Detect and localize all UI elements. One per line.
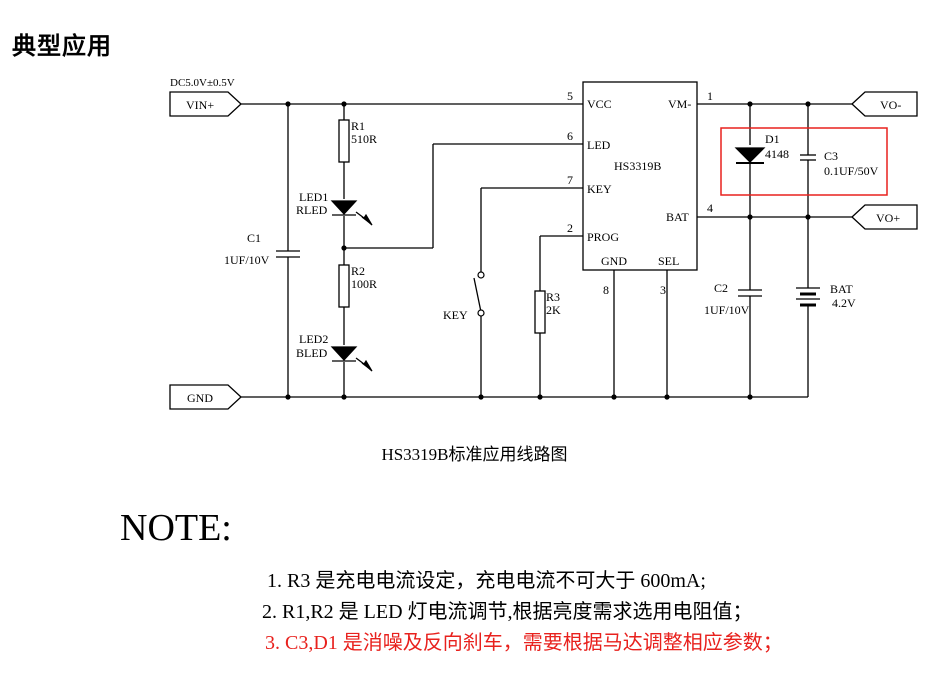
note-item: 2. R1,R2 是 LED 灯电流调节,根据亮度需求选用电阻值；: [262, 601, 753, 623]
ic-pin-sel-number: 3: [660, 283, 666, 297]
diagram-caption: HS3319B标准应用线路图: [381, 445, 568, 464]
r1-body: [338, 119, 350, 163]
key-contact-bottom: [477, 309, 485, 317]
r2-ref: R2: [351, 264, 365, 278]
led2-ref: LED2: [299, 332, 328, 346]
r3-ref: R3: [546, 290, 560, 304]
ic-pin-vm-label: VM-: [668, 97, 691, 111]
ic-pin-gnd-label: GND: [601, 254, 627, 268]
ic-pin-key-number: 7: [567, 173, 573, 187]
c3-ref: C3: [824, 149, 838, 163]
r1-value: 510R: [351, 132, 377, 146]
c3-value: 0.1UF/50V: [824, 164, 879, 178]
highlight-box: [720, 127, 888, 196]
battery-symbol: [796, 287, 820, 307]
led1-value: RLED: [296, 203, 328, 217]
ic-pin-prog-label: PROG: [587, 230, 619, 244]
note-item-highlighted: 3. C3,D1 是消噪及反向刹车，需要根据马达调整相应参数；: [265, 632, 783, 654]
ic-name: HS3319B: [614, 159, 661, 173]
r3-body: [534, 290, 546, 334]
ic-pin-led-number: 6: [567, 129, 573, 143]
ic-pin-key-label: KEY: [587, 182, 612, 196]
key-contact-top: [477, 271, 485, 279]
key-switch-lever: [473, 277, 482, 313]
vo-minus-port: [851, 91, 918, 117]
ic-pin-vm-number: 1: [707, 89, 713, 103]
vo-plus-port: [851, 204, 918, 230]
ic-pin-bat-number: 4: [707, 201, 713, 215]
vo-plus-port-label: VO+: [876, 211, 900, 225]
bat-value: 4.2V: [832, 296, 856, 310]
led2-value: BLED: [296, 346, 328, 360]
ic-body: [582, 81, 698, 271]
ic-pin-prog-number: 2: [567, 221, 573, 235]
gnd-port-label: GND: [187, 391, 213, 405]
section-heading: 典型应用: [12, 32, 112, 60]
d1-symbol: [734, 147, 766, 163]
gnd-port: [169, 384, 242, 410]
vin-port: [169, 91, 242, 117]
ic-pin-gnd-number: 8: [603, 283, 609, 297]
c1-ref: C1: [247, 231, 261, 245]
r2-value: 100R: [351, 277, 377, 291]
vo-minus-port-label: VO-: [880, 98, 901, 112]
r1-ref: R1: [351, 119, 365, 133]
led1-symbol: [330, 200, 358, 215]
c2-value: 1UF/10V: [704, 303, 750, 317]
bat-ref: BAT: [830, 282, 853, 296]
r3-value: 2K: [546, 303, 561, 317]
led1-ref: LED1: [299, 190, 328, 204]
d1-ref: D1: [765, 132, 780, 146]
r2-body: [338, 264, 350, 308]
ic-pin-led-label: LED: [587, 138, 611, 152]
ic-pin-sel-label: SEL: [658, 254, 679, 268]
vin-port-label: VIN+: [186, 98, 214, 112]
note-list: 1. R3 是充电电流设定，充电电流不可大于 600mA; 2. R1,R2 是…: [262, 566, 783, 659]
d1-value: 4148: [765, 147, 789, 161]
c2-ref: C2: [714, 281, 728, 295]
ic-pin-vcc-label: VCC: [587, 97, 612, 111]
note-title: NOTE:: [120, 507, 232, 549]
key-ref: KEY: [443, 308, 468, 322]
led2-symbol: [330, 346, 358, 361]
ic-pin-vcc-number: 5: [567, 89, 573, 103]
circuit-schematic: DC5.0V±0.5V VIN+ GND VO- VO+ HS3319B VCC…: [169, 77, 918, 410]
c1-value: 1UF/10V: [224, 253, 270, 267]
vin-spec-label: DC5.0V±0.5V: [170, 77, 235, 89]
note-item: 1. R3 是充电电流设定，充电电流不可大于 600mA;: [267, 570, 706, 592]
ic-pin-bat-label: BAT: [666, 210, 689, 224]
